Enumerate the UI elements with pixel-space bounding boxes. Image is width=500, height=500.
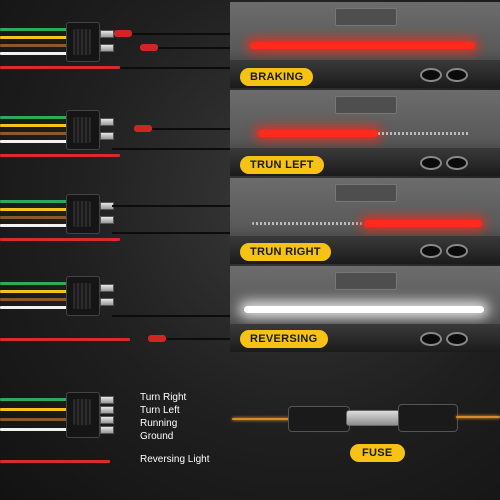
fuse-cartridge <box>346 410 400 426</box>
wire-green <box>0 28 70 31</box>
wire-red <box>0 154 120 157</box>
fuse-label: FUSE <box>350 444 405 462</box>
connector-pin <box>100 44 114 52</box>
connector-pin <box>100 426 114 434</box>
legend-running: Running <box>140 418 178 429</box>
connector-pin <box>100 284 114 292</box>
connector-plug <box>66 110 100 150</box>
light-bar-red <box>258 130 378 137</box>
wire-red <box>0 238 120 241</box>
red-terminal-cap <box>148 335 166 342</box>
fuse-wire-right <box>456 416 500 418</box>
wire-yellow <box>0 208 70 211</box>
connector-pin <box>100 406 114 414</box>
wire-yellow <box>0 124 70 127</box>
mode-label-braking: BRAKING <box>240 68 314 86</box>
wire-yellow <box>0 408 70 411</box>
connector-plug <box>66 194 100 234</box>
wire-red <box>0 460 110 463</box>
license-plate <box>335 184 397 202</box>
connector-pin <box>100 216 114 224</box>
light-bar-red <box>364 220 482 227</box>
wire-red <box>0 338 130 341</box>
light-bar-off <box>378 132 470 135</box>
exhaust-pipe <box>420 68 442 82</box>
exhaust-pipe <box>446 68 468 82</box>
lead-wire <box>112 315 230 317</box>
legend-ground: Ground <box>140 431 174 442</box>
red-terminal-cap <box>134 125 152 132</box>
wire-white <box>0 306 70 309</box>
license-plate <box>335 8 397 26</box>
wire-brown <box>0 44 70 47</box>
exhaust-pipe <box>446 332 468 346</box>
connector-pin <box>100 396 114 404</box>
wire-white <box>0 52 70 55</box>
wire-white <box>0 224 70 227</box>
exhaust-pipe <box>420 156 442 170</box>
legend-turn-left: Turn Left <box>140 405 180 416</box>
wire-brown <box>0 216 70 219</box>
mode-label-reversing: REVERSING <box>240 330 328 348</box>
wire-green <box>0 116 70 119</box>
lead-wire <box>112 148 230 150</box>
connector-plug <box>66 392 100 438</box>
license-plate <box>335 272 397 290</box>
red-terminal-cap <box>140 44 158 51</box>
red-terminal-cap <box>114 30 132 37</box>
exhaust-pipe <box>420 332 442 346</box>
wire-red <box>0 66 120 69</box>
light-bar-white <box>244 306 484 313</box>
exhaust-pipe <box>446 156 468 170</box>
legend-turn-right: Turn Right <box>140 392 187 403</box>
lead-wire <box>120 67 230 69</box>
lead-wire <box>152 128 230 130</box>
connector-pin <box>100 298 114 306</box>
wire-yellow <box>0 36 70 39</box>
connector-pin <box>100 30 114 38</box>
wire-green <box>0 398 70 401</box>
license-plate <box>335 96 397 114</box>
wire-brown <box>0 418 70 421</box>
light-bar-off <box>252 222 362 225</box>
exhaust-pipe <box>446 244 468 258</box>
connector-pin <box>100 132 114 140</box>
wire-yellow <box>0 290 70 293</box>
lead-wire <box>112 205 230 207</box>
wire-brown <box>0 298 70 301</box>
connector-plug <box>66 276 100 316</box>
connector-plug <box>66 22 100 62</box>
mode-label-turn-right: TRUN RIGHT <box>240 243 331 261</box>
lead-wire <box>166 338 230 340</box>
wire-green <box>0 282 70 285</box>
fuse-holder-right <box>398 404 458 432</box>
wire-white <box>0 140 70 143</box>
lead-wire <box>158 47 230 49</box>
fuse-holder-left <box>288 406 350 432</box>
lead-wire <box>132 33 230 35</box>
wire-green <box>0 200 70 203</box>
lead-wire <box>112 232 230 234</box>
wire-brown <box>0 132 70 135</box>
fuse-wire-left <box>232 418 290 420</box>
connector-pin <box>100 416 114 424</box>
legend-reversing-light: Reversing Light <box>140 454 210 465</box>
light-bar-red <box>250 42 475 49</box>
connector-pin <box>100 118 114 126</box>
tailgate-panel-turn-left <box>230 90 500 176</box>
mode-label-turn-left: TRUN LEFT <box>240 156 324 174</box>
wire-white <box>0 428 70 431</box>
exhaust-pipe <box>420 244 442 258</box>
